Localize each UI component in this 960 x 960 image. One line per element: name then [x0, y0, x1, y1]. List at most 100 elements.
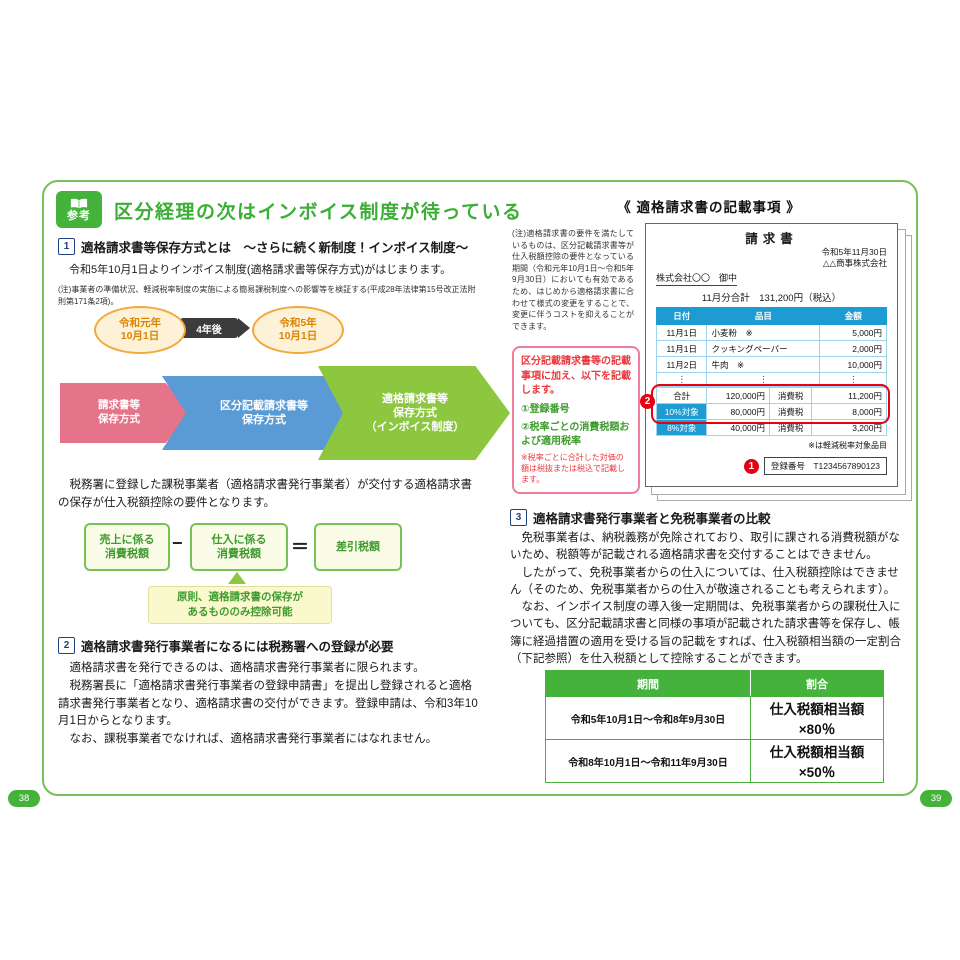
rate-col-period: 期間	[545, 670, 751, 697]
registration-number-box: 登録番号 T1234567890123	[763, 457, 887, 476]
flow-step-invoice-save: 請求書等 保存方式	[60, 383, 192, 443]
rate-col-ratio: 割合	[750, 670, 884, 697]
reduced-rate-note: ※は軽減税率対象品目	[808, 441, 887, 451]
registration-row: 1 登録番号 T1234567890123	[656, 457, 887, 476]
cell-item: クッキングペーパー	[706, 340, 821, 358]
invoice-issuer: △△商事株式会社	[822, 258, 887, 269]
pink-note-box: 区分記載請求書等の記載事項に加え、以下を記載します。 ①登録番号 ②税率ごとの消…	[512, 346, 640, 495]
table-row: 11月1日 小麦粉 ※ 5,000円	[655, 324, 887, 342]
section-2-number-badge: 2	[58, 637, 75, 654]
up-arrow-icon	[228, 572, 246, 584]
rate-table: 期間 割合 令和5年10月1日〜令和8年9月30日 仕入税額相当額×80％ 令和…	[545, 670, 884, 783]
timeline-end-oval: 令和5年 10月1日	[252, 306, 344, 354]
invoice-items-title: 《 適格請求書の記載事項 》	[617, 200, 801, 215]
invoice-table-header-row: 日付 品目 金額	[655, 307, 887, 326]
summary-tax: 8,000円	[811, 403, 887, 421]
page-number-right: 39	[920, 790, 952, 807]
invoice-summary-table: 合計 120,000円 消費税 11,200円 10%対象 80,000円 消費…	[655, 387, 887, 437]
cell-item: 牛肉 ※	[706, 356, 821, 374]
cell-amount: 5,000円	[819, 324, 887, 342]
cell-date: 11月1日	[655, 324, 708, 342]
cell-date: 11月1日	[655, 340, 708, 358]
section-1-number-badge: 1	[58, 238, 75, 255]
summary-tax-label: 消費税	[768, 387, 813, 405]
content-frame	[42, 180, 918, 796]
rate-ratio: 仕入税額相当額×50％	[750, 739, 884, 783]
rate-table-row: 令和5年10月1日〜令和8年9月30日 仕入税額相当額×80％	[545, 696, 884, 740]
flow-step-classified-invoice: 区分記載請求書等 保存方式	[162, 376, 362, 450]
summary-tax: 3,200円	[811, 419, 887, 437]
minus-sign: −	[172, 533, 183, 553]
invoice-addressee: 株式会社〇〇 御中	[656, 271, 738, 287]
summary-amount: 120,000円	[706, 387, 770, 405]
formula-box-net-tax: 差引税額	[314, 523, 402, 571]
rate-ratio: 仕入税額相当額×80％	[750, 696, 884, 740]
col-header-amount: 金額	[819, 307, 887, 326]
section-2-paragraph-1: 適格請求書を発行できるのは、適格請求書発行事業者に限られます。	[58, 662, 425, 674]
invoice-date: 令和5年11月30日	[821, 247, 887, 257]
col-header-date: 日付	[655, 307, 708, 326]
summary-row-8pct: 8%対象 40,000円 消費税 3,200円	[655, 419, 887, 437]
summary-amount: 80,000円	[706, 403, 770, 421]
formula-note-box: 原則、適格請求書の保存が あるもののみ控除可能	[148, 586, 332, 624]
section-1-heading: 1 適格請求書等保存方式とは 〜さらに続く新制度！インボイス制度〜	[58, 237, 482, 256]
section-2-paragraph-2: 税務署長に「適格請求書発行事業者の登録申請書」を提出し登録されると適格請求書発行…	[58, 679, 478, 728]
section-1-intro: 令和5年10月1日よりインボイス制度(適格請求書等保存方式)がはじまります。	[58, 264, 452, 276]
formula-box-sales-tax: 売上に係る 消費税額	[84, 523, 170, 571]
summary-label: 8%対象	[655, 419, 708, 437]
rate-period: 令和5年10月1日〜令和8年9月30日	[545, 696, 751, 740]
summary-row-10pct: 10%対象 80,000円 消費税 8,000円	[655, 403, 887, 421]
table-row: 11月2日 牛肉 ※ 10,000円	[655, 356, 887, 374]
section-1-title: 適格請求書等保存方式とは 〜さらに続く新制度！インボイス制度〜	[81, 241, 469, 255]
section-2-title: 適格請求書発行事業者になるには税務署への登録が必要	[81, 640, 394, 654]
cell-item: 小麦粉 ※	[706, 324, 821, 342]
formula-box-purchase-tax: 仕入に係る 消費税額	[190, 523, 288, 571]
reference-badge-label: 参考	[67, 209, 91, 222]
section-2-body: 適格請求書を発行できるのは、適格請求書発行事業者に限られます。 税務署長に「適格…	[58, 660, 482, 749]
section-2-paragraph-3: なお、課税事業者でなければ、適格請求書発行事業者にはなれません。	[58, 733, 438, 746]
cell-ellipsis: ⋮	[655, 372, 708, 388]
rate-table-header-row: 期間 割合	[545, 670, 884, 697]
table-ellipsis-row: ⋮ ⋮ ⋮	[655, 372, 887, 388]
equals-sign: ＝	[291, 537, 309, 557]
cell-ellipsis: ⋮	[819, 372, 887, 388]
cell-amount: 2,000円	[819, 340, 887, 358]
pink-note-subnote: ※税率ごとに合計した対価の額は税抜または税込で記載します。	[521, 452, 625, 484]
summary-tax-label: 消費税	[768, 419, 813, 437]
summary-tax: 11,200円	[811, 387, 887, 405]
cell-amount: 10,000円	[819, 356, 887, 374]
table-row: 11月1日 クッキングペーパー 2,000円	[655, 340, 887, 358]
timeline-start-oval: 令和元年 10月1日	[94, 306, 186, 354]
rate-table-row: 令和8年10月1日〜令和11年9月30日 仕入税額相当額×50％	[545, 739, 884, 783]
invoice-card: 請求書 令和5年11月30日 △△商事株式会社 株式会社〇〇 御中 11月分合計…	[640, 223, 898, 487]
rate-period: 令和8年10月1日〜令和11年9月30日	[545, 739, 751, 783]
reference-badge: 参考	[56, 191, 102, 228]
flow-step-qualified-invoice: 適格請求書等 保存方式 （インボイス制度）	[318, 366, 510, 460]
pink-note-item-2: ②税率ごとの消費税額および適用税率	[521, 421, 630, 447]
col-header-item: 品目	[706, 307, 821, 326]
book-icon	[70, 198, 88, 208]
summary-label: 合計	[655, 387, 708, 405]
section-3-title: 適格請求書発行事業者と免税事業者の比較	[533, 512, 771, 526]
section-3-paragraph-1: 免税事業者は、納税義務が免除されており、取引に課される消費税額がないため、税額等…	[510, 532, 900, 562]
cell-date: 11月2日	[655, 356, 708, 374]
marker-1-badge: 1	[743, 458, 759, 474]
section-1-footnote: (注)事業者の準備状況、軽減税率制度の実施による簡易課税制度への影響等を検証する…	[58, 285, 476, 306]
marker-2-badge: 2	[640, 394, 655, 409]
section-3-body: 免税事業者は、納税義務が免除されており、取引に課される消費税額がないため、税額等…	[510, 530, 908, 668]
summary-amount: 40,000円	[706, 419, 770, 437]
invoice-month-total: 11月分合計 131,200円（税込）	[701, 293, 842, 305]
pink-note-lead: 区分記載請求書等の記載事項に加え、以下を記載します。	[521, 356, 631, 396]
summary-row-total: 合計 120,000円 消費税 11,200円	[655, 387, 887, 405]
section-3-paragraph-2: したがって、免税事業者からの仕入については、仕入税額控除はできません（そのため、…	[510, 566, 899, 596]
section-3-paragraph-3: なお、インボイス制度の導入後一定期間は、免税事業者からの課税仕入についても、区分…	[510, 601, 901, 665]
invoice-side-note: (注)適格請求書の要件を満たしているものは、区分記載請求書等が仕入税額控除の要件…	[512, 229, 634, 331]
summary-tax-label: 消費税	[768, 403, 813, 421]
timeline-years-label: 4年後	[196, 324, 222, 336]
summary-label: 10%対象	[655, 403, 708, 421]
section-3-number-badge: 3	[510, 509, 527, 526]
invoice-items-table: 日付 品目 金額 11月1日 小麦粉 ※ 5,000円 11月1日 クッキングペ…	[655, 307, 887, 388]
section-2-heading: 2 適格請求書発行事業者になるには税務署への登録が必要	[58, 636, 482, 655]
timeline-years-arrow: 4年後	[180, 318, 238, 338]
